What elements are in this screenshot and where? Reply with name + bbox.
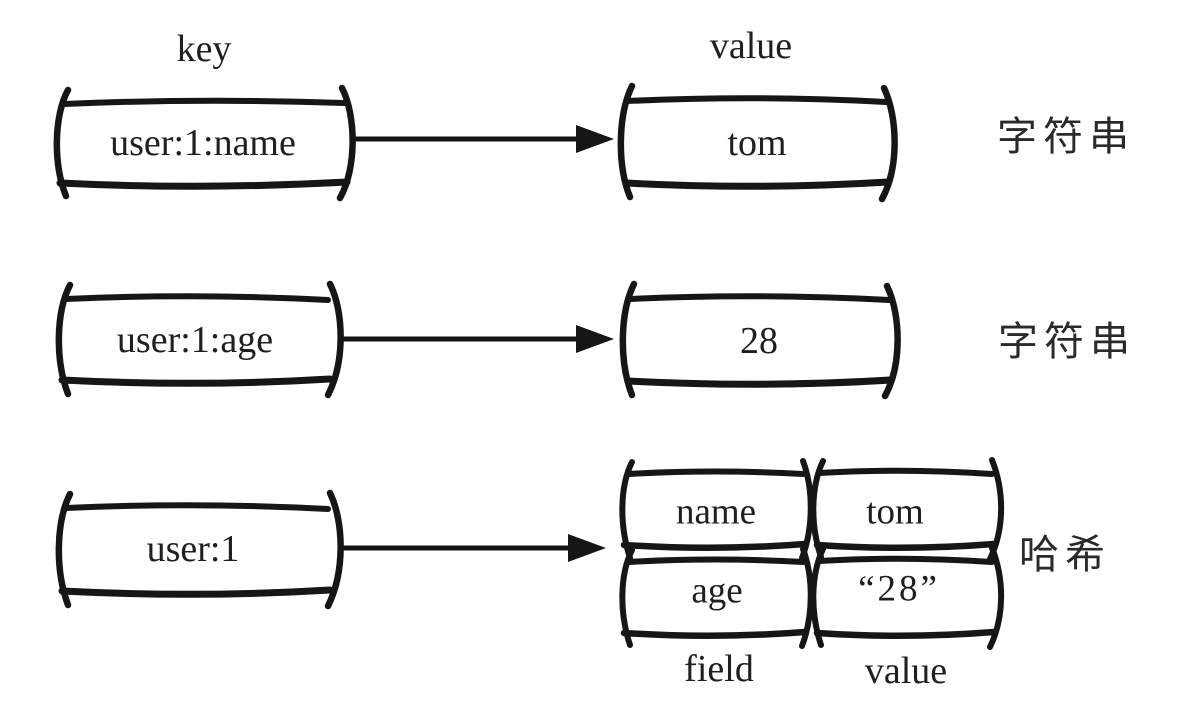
row1-arrow-right-icon [349,125,614,153]
hash-field-column-label: field [684,648,754,690]
row1-value-label: tom [727,122,787,164]
hash-field-name: name [675,491,757,533]
row1-value-box [617,82,898,203]
row1-key-box [53,84,356,202]
hash-value-column-label: value [864,650,948,692]
row2-type-label: 字符串 [998,319,1136,365]
hash-value-tom: tom [866,491,924,533]
row1-type-label: 字符串 [997,114,1135,160]
value-column-header: value [709,25,793,67]
key-column-header: key [176,28,232,70]
row3-key-label: user:1 [146,528,240,570]
row3-type-label: 哈希 [1019,532,1111,578]
hash-field-age: age [691,570,743,612]
row3-arrow-right-icon [339,534,606,562]
row2-value-box [619,280,901,400]
row2-arrow-right-icon [339,325,614,353]
hash-value-28: “28” [858,568,940,610]
hash-cell-age-value [810,545,1005,650]
row1-key-label: user:1:name [110,122,296,164]
row2-value-label: 28 [740,320,778,362]
hash-cell-tom [810,457,1005,562]
row2-key-label: user:1:age [116,319,274,361]
